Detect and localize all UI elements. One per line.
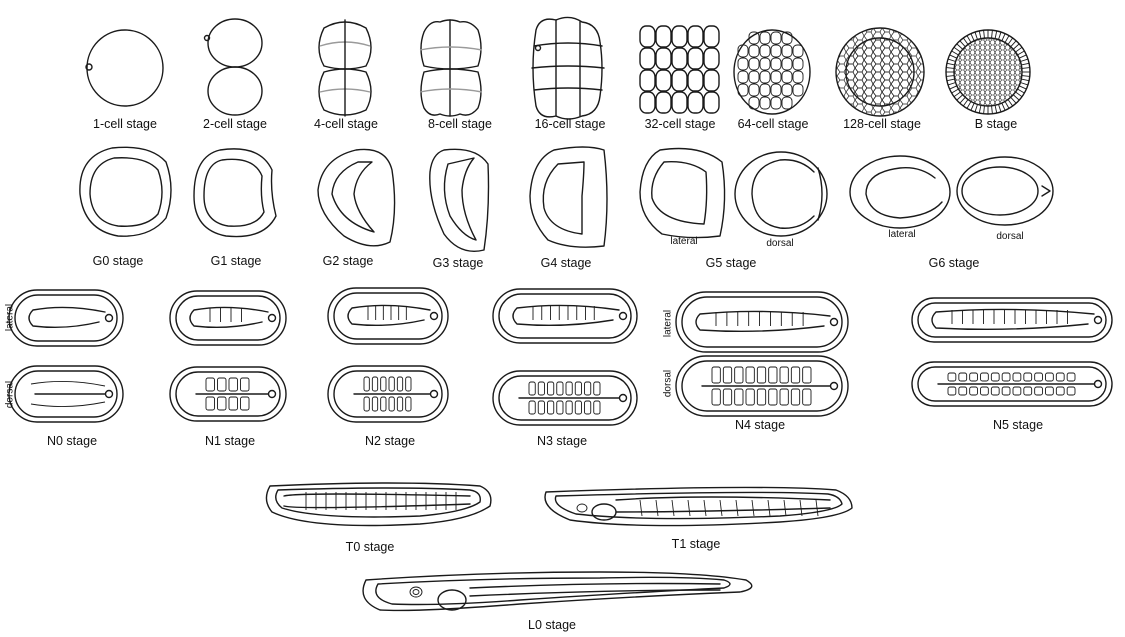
stage-16-cell-drawing: [532, 17, 604, 119]
stage-32-cell-drawing: [640, 26, 719, 113]
stage-g1-drawing: [194, 149, 276, 237]
label-g6-dorsal: dorsal: [996, 231, 1023, 242]
stage-g6-dorsal-drawing: [957, 157, 1053, 225]
label-t0-stage: T0 stage: [346, 540, 395, 554]
label-n1-stage: N1 stage: [205, 434, 255, 448]
stage-g5-lateral-drawing: [640, 149, 725, 238]
label-n4-stage: N4 stage: [735, 418, 785, 432]
stage-8-cell-drawing: [420, 20, 482, 116]
stage-n4-dorsal-drawing: [676, 356, 848, 416]
stage-g6-lateral-drawing: [850, 156, 950, 228]
stage-n2-dorsal-drawing: [328, 366, 448, 422]
stage-g4-drawing: [530, 147, 607, 247]
label-g2-stage: G2 stage: [323, 254, 374, 268]
label-g4-stage: G4 stage: [541, 256, 592, 270]
label-g0-stage: G0 stage: [93, 254, 144, 268]
stage-n2-lateral-drawing: [328, 288, 448, 344]
label-g5-lateral: lateral: [670, 236, 697, 247]
stage-n4-lateral-drawing: [676, 292, 848, 352]
stage-n1-dorsal-drawing: [170, 367, 286, 421]
label-4-cell-stage: 4-cell stage: [314, 117, 378, 131]
label-row-dorsal: dorsal: [5, 375, 16, 415]
stage-b-drawing: [946, 30, 1030, 114]
stage-t0-drawing: [266, 483, 490, 526]
stage-g0-drawing: [80, 147, 171, 236]
label-g1-stage: G1 stage: [211, 254, 262, 268]
stage-l0-drawing: [363, 572, 752, 610]
label-n2-stage: N2 stage: [365, 434, 415, 448]
label-n4-dorsal: dorsal: [663, 364, 674, 404]
label-t1-stage: T1 stage: [672, 537, 721, 551]
label-16-cell-stage: 16-cell stage: [535, 117, 606, 131]
label-n5-stage: N5 stage: [993, 418, 1043, 432]
label-32-cell-stage: 32-cell stage: [645, 117, 716, 131]
label-g5-stage: G5 stage: [706, 256, 757, 270]
label-l0-stage: L0 stage: [528, 618, 576, 632]
label-g3-stage: G3 stage: [433, 256, 484, 270]
stage-n0-dorsal-drawing: [9, 366, 123, 422]
label-2-cell-stage: 2-cell stage: [203, 117, 267, 131]
stage-g3-drawing: [430, 149, 489, 251]
stage-n5-lateral-drawing: [912, 298, 1112, 342]
label-n3-stage: N3 stage: [537, 434, 587, 448]
label-b-stage: B stage: [975, 117, 1017, 131]
stage-2-cell-drawing: [205, 19, 263, 115]
label-8-cell-stage: 8-cell stage: [428, 117, 492, 131]
stage-n5-dorsal-drawing: [912, 362, 1112, 406]
stage-n1-lateral-drawing: [170, 291, 286, 345]
stage-t1-drawing: [545, 487, 852, 525]
label-n4-lateral: lateral: [663, 304, 674, 344]
label-g6-lateral: lateral: [888, 229, 915, 240]
label-128-cell-stage: 128-cell stage: [843, 117, 921, 131]
stage-128-cell-drawing: [836, 28, 924, 116]
label-g5-dorsal: dorsal: [766, 238, 793, 249]
label-row-lateral: lateral: [5, 298, 16, 338]
stage-g2-drawing: [318, 149, 395, 245]
stage-1-cell-drawing: [86, 30, 163, 106]
stage-n3-lateral-drawing: [493, 289, 637, 343]
stage-n0-lateral-drawing: [9, 290, 123, 346]
stage-n3-dorsal-drawing: [493, 371, 637, 425]
label-64-cell-stage: 64-cell stage: [738, 117, 809, 131]
label-g6-stage: G6 stage: [929, 256, 980, 270]
stage-64-cell-drawing: [734, 30, 810, 114]
stage-g5-dorsal-drawing: [735, 152, 827, 236]
label-n0-stage: N0 stage: [47, 434, 97, 448]
label-1-cell-stage: 1-cell stage: [93, 117, 157, 131]
stage-4-cell-drawing: [319, 20, 371, 116]
